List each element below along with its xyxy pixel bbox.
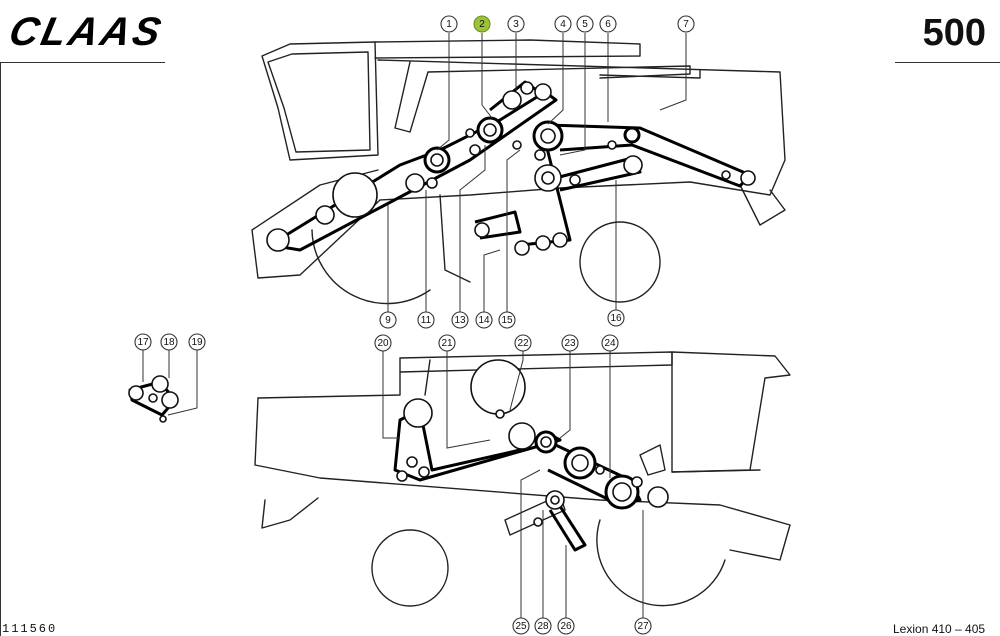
callout-circle: [634, 617, 652, 635]
callout-label: 25: [515, 621, 527, 632]
callout-label: 27: [637, 621, 649, 632]
callout-label: 11: [421, 315, 432, 326]
callout-circle: [576, 15, 594, 33]
callout-4: 4: [554, 15, 572, 33]
callout-circle: [534, 617, 552, 635]
callout-20: 20: [374, 334, 392, 352]
callout-circle: [440, 15, 458, 33]
callout-circle: [557, 617, 575, 635]
callout-circle: [599, 15, 617, 33]
document-number: 111560: [2, 622, 58, 636]
callout-circle: [451, 311, 469, 329]
callout-label: 15: [501, 315, 513, 326]
callout-22: 22: [514, 334, 532, 352]
upper-belt-drives: [266, 80, 756, 256]
callout-11: 11: [417, 311, 435, 329]
callout-circle: [379, 311, 397, 329]
callout-16: 16: [607, 309, 625, 327]
callout-circle: [160, 333, 178, 351]
callout-18: 18: [160, 333, 178, 351]
lower-belt-drives: [393, 359, 669, 552]
callout-23: 23: [561, 334, 579, 352]
callout-6: 6: [599, 15, 617, 33]
callout-circle: [607, 309, 625, 327]
callout-25: 25: [512, 617, 530, 635]
callout-label: 22: [517, 338, 529, 349]
callout-circle: [374, 334, 392, 352]
callout-17: 17: [134, 333, 152, 351]
callout-circle: [677, 15, 695, 33]
callout-26: 26: [557, 617, 575, 635]
callout-2: 2: [473, 15, 491, 33]
callout-label: 16: [610, 313, 622, 324]
callout-27: 27: [634, 617, 652, 635]
callout-label: 1: [446, 19, 452, 30]
callout-label: 6: [605, 19, 611, 30]
callout-label: 17: [137, 337, 149, 348]
callout-3: 3: [507, 15, 525, 33]
callout-24: 24: [601, 334, 619, 352]
callout-label: 7: [683, 19, 689, 30]
page-number: 500: [922, 12, 986, 54]
callout-15: 15: [498, 311, 516, 329]
callout-label: 24: [604, 338, 616, 349]
callout-circle: [438, 334, 456, 352]
callout-label: 23: [564, 338, 576, 349]
callout-1: 1: [440, 15, 458, 33]
callout-28: 28: [534, 617, 552, 635]
callout-circle: [514, 334, 532, 352]
page-border-left: [0, 62, 1, 636]
callout-circle: [188, 333, 206, 351]
callout-label: 13: [454, 315, 466, 326]
combine-upper-body: [251, 39, 786, 305]
callout-label: 20: [377, 338, 389, 349]
callout-label: 14: [478, 315, 490, 326]
callout-19: 19: [188, 333, 206, 351]
callout-label: 2: [479, 19, 485, 30]
callout-circle: [498, 311, 516, 329]
callout-circle: [507, 15, 525, 33]
callout-circle: [512, 617, 530, 635]
callout-circle: [601, 334, 619, 352]
header-rule-right: [895, 62, 1000, 63]
leader-lines: [142, 33, 687, 618]
detail-drive-17-19: [128, 375, 179, 423]
callout-7: 7: [677, 15, 695, 33]
callout-label: 18: [163, 337, 175, 348]
callout-circle: [475, 311, 493, 329]
callout-label: 3: [513, 19, 519, 30]
callout-label: 26: [560, 621, 572, 632]
callout-circle: [134, 333, 152, 351]
callout-5: 5: [576, 15, 594, 33]
callout-circle: [554, 15, 572, 33]
callout-circle: [417, 311, 435, 329]
callout-21: 21: [438, 334, 456, 352]
callout-circle: [473, 15, 491, 33]
callout-label: 4: [560, 19, 566, 30]
callout-label: 21: [441, 338, 453, 349]
model-designation: Lexion 410 – 405: [893, 622, 986, 636]
header-rule-left: [0, 62, 165, 63]
callout-14: 14: [475, 311, 493, 329]
callout-13: 13: [451, 311, 469, 329]
callout-label: 28: [537, 621, 549, 632]
callout-label: 5: [582, 19, 588, 30]
callout-9: 9: [379, 311, 397, 329]
callout-circle: [561, 334, 579, 352]
callout-label: 19: [191, 337, 203, 348]
callout-label: 9: [385, 315, 391, 326]
